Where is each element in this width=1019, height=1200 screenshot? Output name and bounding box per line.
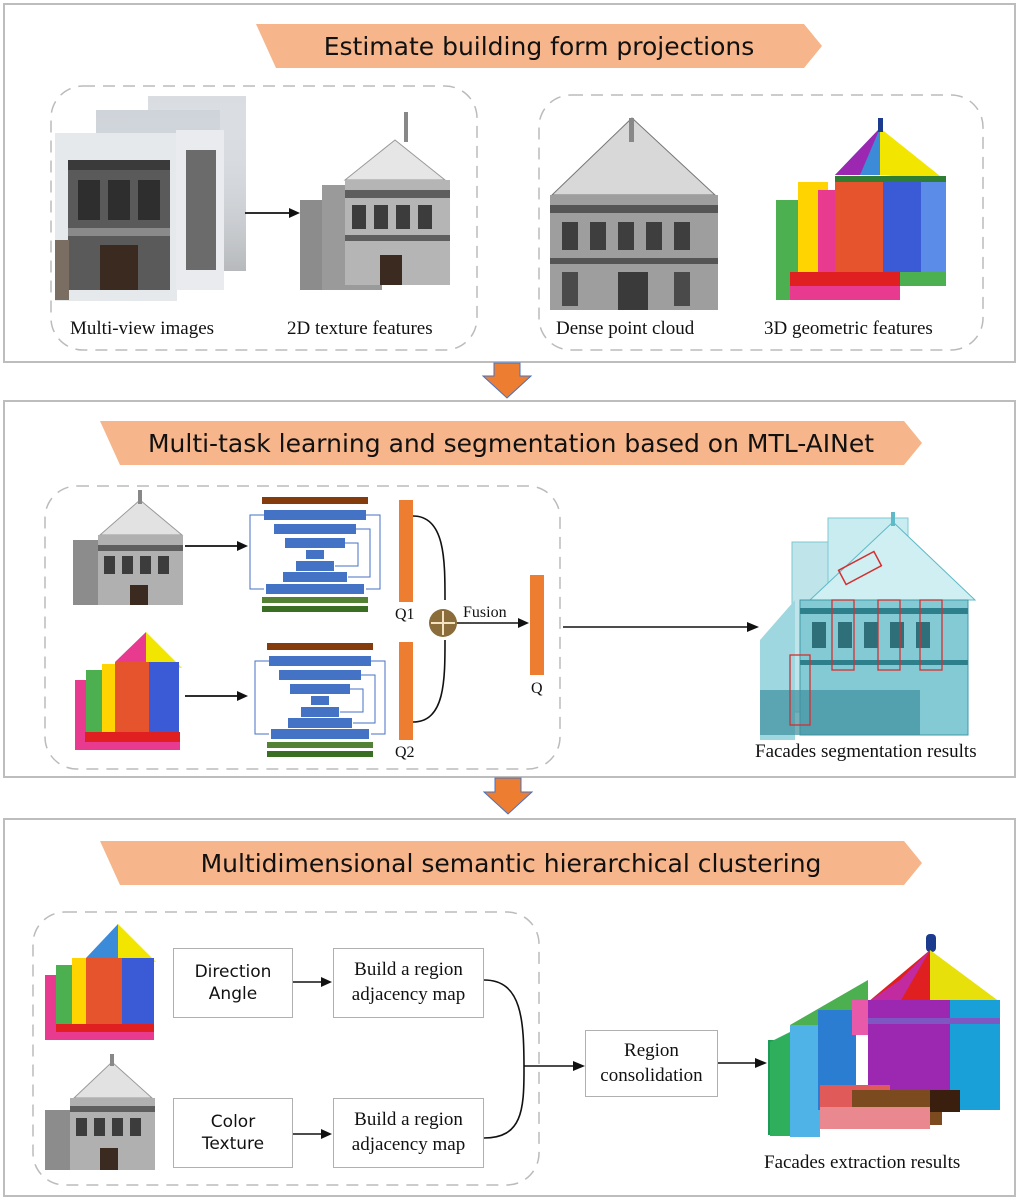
caption-texture: 2D texture features (287, 318, 433, 339)
fusion-node (429, 609, 457, 637)
geometric-features (776, 118, 946, 300)
network-1 (249, 497, 381, 612)
caption-segmentation: Facades segmentation results (755, 741, 977, 762)
banner-shape (100, 841, 922, 885)
clustering-geometric-image (45, 924, 156, 1040)
texture-features (300, 112, 450, 290)
clustering-texture-image (45, 1054, 155, 1170)
arrow-down-2 (482, 777, 534, 815)
arrow-down-1 (481, 362, 533, 399)
q1-bar (399, 500, 413, 602)
banner-shape (256, 24, 822, 68)
banner-panel3: Multidimensional semantic hierarchical c… (100, 841, 922, 885)
geometric-input-image (75, 632, 182, 750)
q2-label: Q2 (395, 744, 415, 761)
caption-multiview: Multi-view images (70, 318, 215, 339)
build-region-map-box-1: Build a region adjacency map (333, 948, 484, 1018)
segmentation-result (760, 512, 977, 740)
color-texture-box: Color Texture (173, 1098, 293, 1168)
q-bar (530, 575, 544, 675)
banner-shape (100, 421, 922, 465)
direction-angle-box: Direction Angle (173, 948, 293, 1018)
caption-geometric: 3D geometric features (764, 318, 933, 339)
texture-input-image (73, 490, 184, 605)
q1-label: Q1 (395, 606, 415, 623)
caption-extraction: Facades extraction results (764, 1152, 961, 1173)
fusion-label: Fusion (463, 604, 507, 621)
network-2 (254, 643, 386, 757)
panel2-title: Multi-task learning and segmentation bas… (147, 428, 875, 458)
q-label: Q (531, 680, 543, 697)
build-region-map-box-2: Build a region adjacency map (333, 1098, 484, 1168)
panel3-title: Multidimensional semantic hierarchical c… (200, 848, 822, 878)
banner-panel1: Estimate building form projections (256, 24, 822, 68)
extraction-result (768, 934, 1000, 1137)
banner-panel2: Multi-task learning and segmentation bas… (100, 421, 922, 465)
multiview-images (55, 96, 246, 301)
panel1-title: Estimate building form projections (323, 31, 755, 61)
caption-pointcloud: Dense point cloud (556, 318, 695, 339)
region-consolidation-box: Region consolidation (585, 1030, 718, 1097)
dense-point-cloud (550, 117, 718, 310)
q2-bar (399, 642, 413, 740)
